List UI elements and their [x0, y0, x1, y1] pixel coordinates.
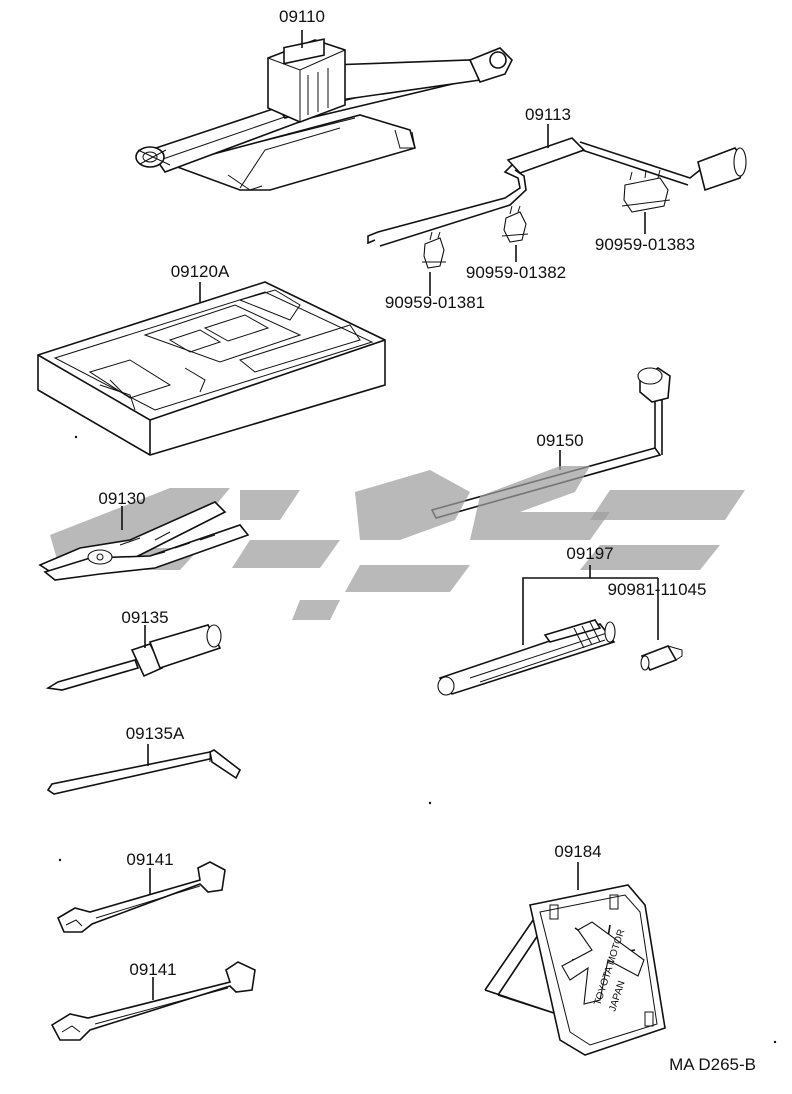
watermark-logo: [50, 466, 745, 620]
part-label-wheel-wrench: 09150: [536, 431, 583, 450]
warning-triangle-icon: TOYOTA MOTOR JAPAN: [484, 884, 666, 1056]
leader-line: [522, 565, 658, 645]
speck: [58, 858, 62, 862]
part-label-gauge: 09197: [566, 544, 613, 563]
part-label-triangle-stand: 09184: [554, 842, 601, 861]
valve-cap-icon: [640, 645, 683, 671]
clamp-icon: [501, 205, 529, 243]
part-label-clamp-2: 90959-01382: [466, 263, 566, 282]
part-label-wrench-1: 09141: [126, 850, 173, 869]
part-label-wrench-2: 09141: [129, 960, 176, 979]
tire-gauge-icon: [437, 619, 616, 696]
part-label-tool-tray: 09120A: [171, 262, 230, 281]
speck: [428, 801, 432, 805]
open-end-wrench-icon: [56, 861, 226, 933]
part-label-screwdriver-bent: 09135A: [126, 724, 185, 743]
speck: [74, 435, 78, 439]
part-label-screwdriver: 09135: [121, 608, 168, 627]
offset-screwdriver-icon: [46, 749, 242, 795]
figure-code: MA D265-B: [669, 1055, 756, 1074]
speck: [773, 1040, 777, 1044]
part-label-jack: 09110: [279, 7, 325, 26]
screwdriver-icon: [45, 624, 222, 691]
part-label-jack-handle: 09113: [525, 105, 571, 124]
jack-handle-icon: [367, 137, 747, 247]
part-label-clamp-1: 90959-01381: [385, 293, 485, 312]
pliers-icon: [38, 501, 250, 581]
open-end-wrench-icon: [50, 961, 256, 1041]
clamp-icon: [621, 169, 671, 213]
tool-tray-icon: [37, 281, 386, 456]
part-label-gauge-cap: 90981-11045: [608, 580, 707, 599]
clamp-icon: [422, 231, 446, 269]
part-label-pliers: 09130: [98, 489, 145, 508]
scissor-jack-icon: [135, 38, 513, 191]
part-label-clamp-3: 90959-01383: [595, 235, 695, 254]
